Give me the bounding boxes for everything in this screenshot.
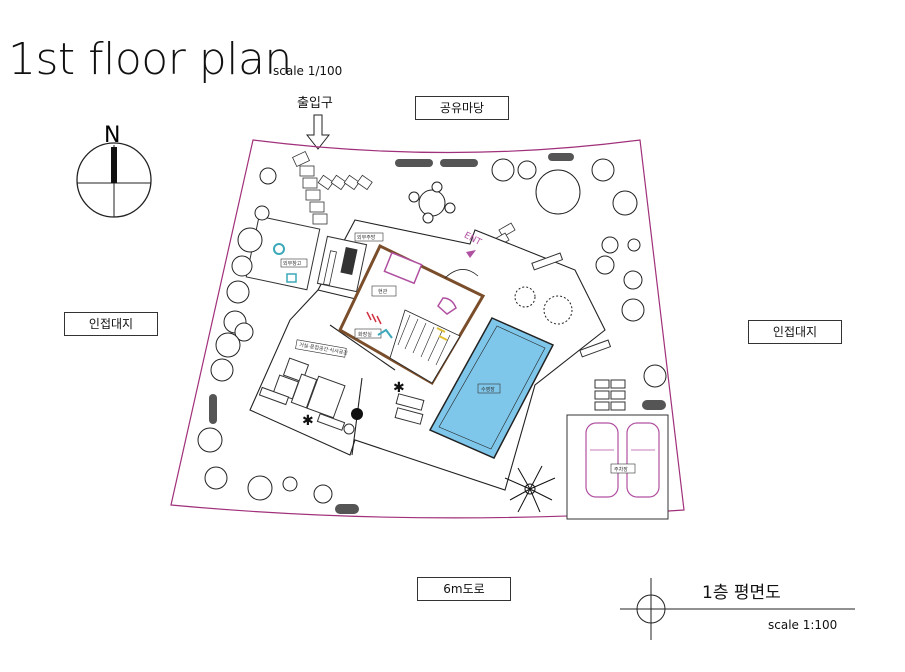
- outdoor-kitchen: 외부주방: [316, 232, 384, 293]
- north-label: 공유마당: [415, 96, 509, 120]
- entrance-arrow-icon: [305, 114, 331, 150]
- west-label: 인접대지: [64, 312, 158, 336]
- hedges: [209, 153, 666, 514]
- lounge-chairs: [394, 393, 425, 425]
- entrance-label: 출입구: [297, 96, 333, 111]
- title-block-mark-icon: [620, 578, 855, 640]
- north-compass-icon: N: [76, 123, 152, 218]
- parking-label: 주차장: [614, 466, 628, 473]
- title-block-name: 1층 평면도: [702, 583, 781, 603]
- pool-label: 수영장: [481, 386, 495, 393]
- south-road-label: 6m도로: [417, 577, 511, 601]
- house-interior: 현관 화장실 ENT: [338, 231, 486, 386]
- east-label: 인접대지: [748, 320, 842, 344]
- scale-note: scale 1/100: [273, 64, 343, 78]
- entrance-hall-label: 현관: [378, 288, 388, 295]
- title-block-scale: scale 1:100: [768, 618, 838, 632]
- toilet-label: 화장실: [358, 331, 372, 338]
- svg-text:✱: ✱: [393, 380, 405, 396]
- svg-text:✱: ✱: [302, 413, 314, 429]
- page-title: 1st floor plan: [8, 34, 292, 85]
- outdoor-kitchen-label: 외부주방: [357, 234, 376, 241]
- outdoor-dining-set: [408, 181, 456, 224]
- ent-arrow-icon: [466, 250, 476, 258]
- compass-n-label: N: [104, 123, 120, 148]
- benches: [531, 252, 626, 411]
- palm-tree-icon: [504, 465, 556, 513]
- parking-area: 주차장: [566, 414, 669, 520]
- swimming-pool: 수영장: [428, 317, 555, 459]
- outdoor-storage: 외부창고: [245, 215, 321, 291]
- site-boundary: [170, 139, 685, 519]
- trees: [197, 158, 667, 504]
- outdoor-storage-label: 외부창고: [283, 260, 302, 267]
